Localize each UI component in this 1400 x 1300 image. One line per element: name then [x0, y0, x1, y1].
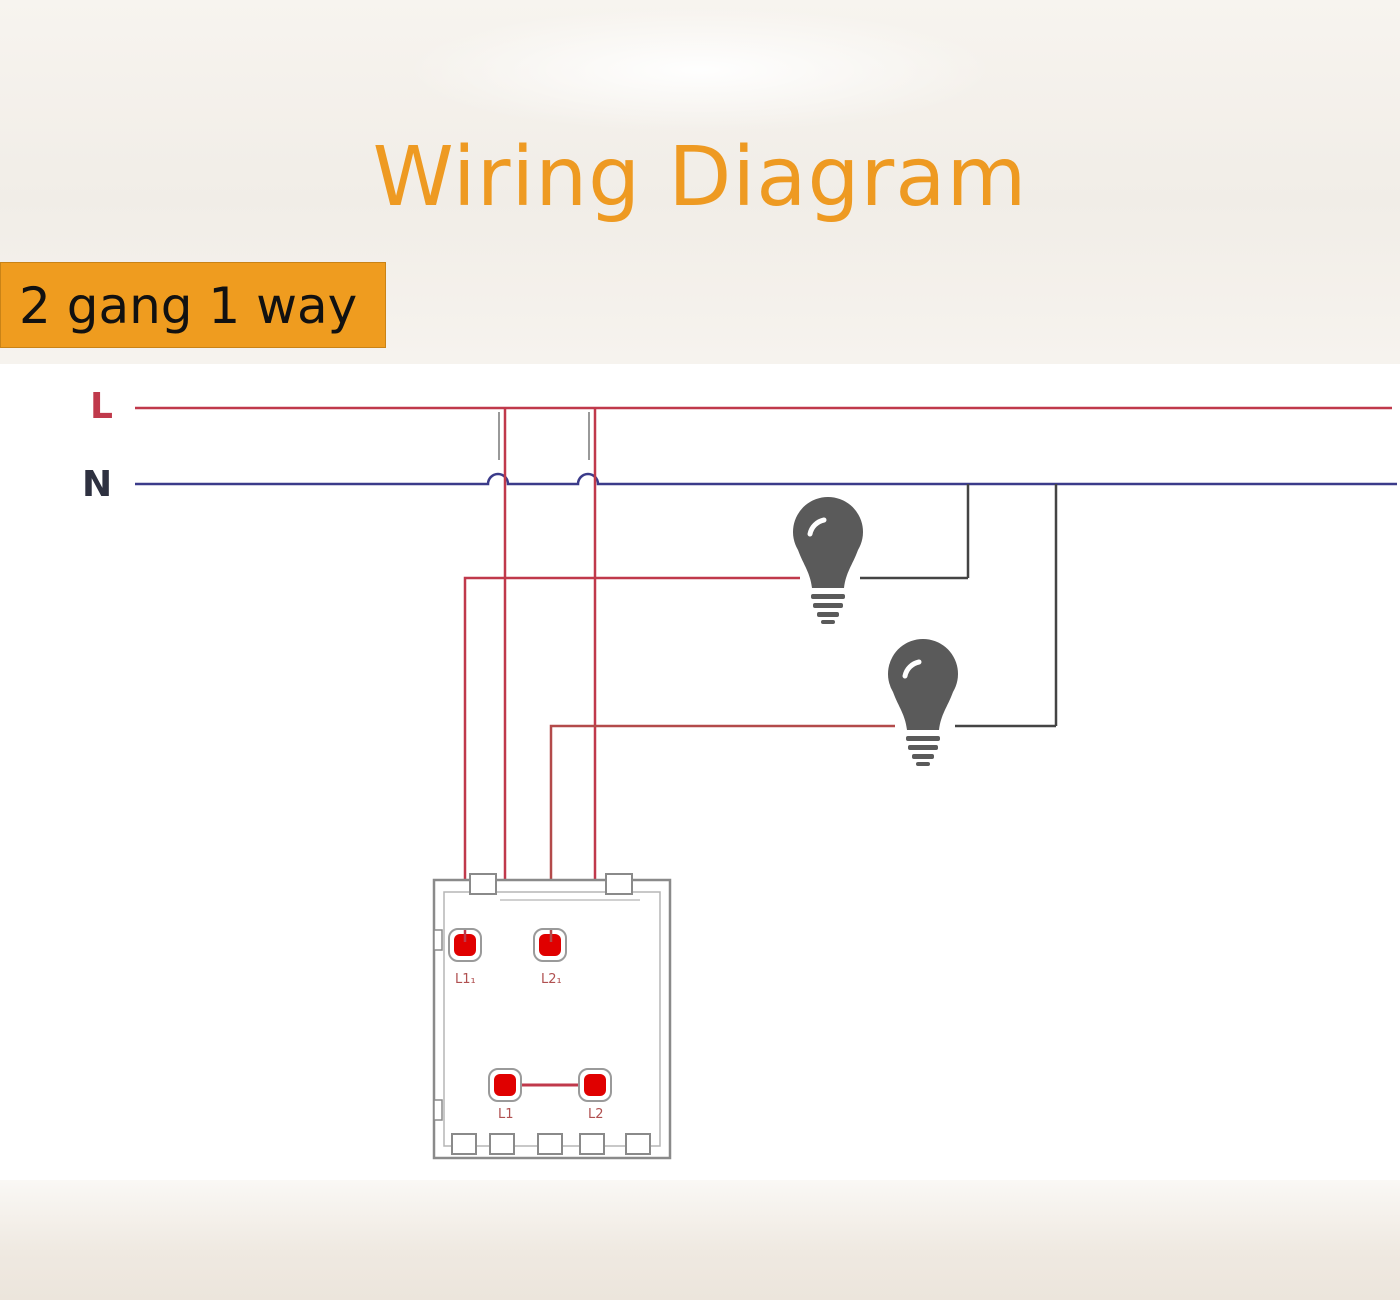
terminal-label-l2-out: L2₁	[541, 972, 562, 987]
switch-module	[432, 873, 672, 1160]
terminal-l1-in	[488, 1068, 522, 1102]
page-title: Wiring Diagram	[372, 130, 1028, 225]
terminal-l2-out	[533, 928, 567, 962]
background-bottom	[0, 1180, 1400, 1300]
light-bulb-icon	[793, 496, 863, 624]
terminal-label-l1-out: L1₁	[455, 972, 476, 987]
neutral-line-label: N	[82, 464, 112, 505]
light-bulb-icon	[888, 638, 958, 766]
diagram-panel	[0, 364, 1400, 1180]
switched-wire-l1	[463, 576, 800, 942]
neutral-line	[135, 472, 1397, 486]
terminal-l2-in	[578, 1068, 612, 1102]
terminal-label-l2-in: L2	[588, 1107, 604, 1122]
terminal-label-l1-in: L1	[498, 1107, 514, 1122]
diagram-type-badge: 2 gang 1 way	[0, 262, 386, 348]
switched-wire-l2	[549, 724, 895, 942]
terminal-l1-out	[448, 928, 482, 962]
live-line-label: L	[90, 386, 113, 427]
